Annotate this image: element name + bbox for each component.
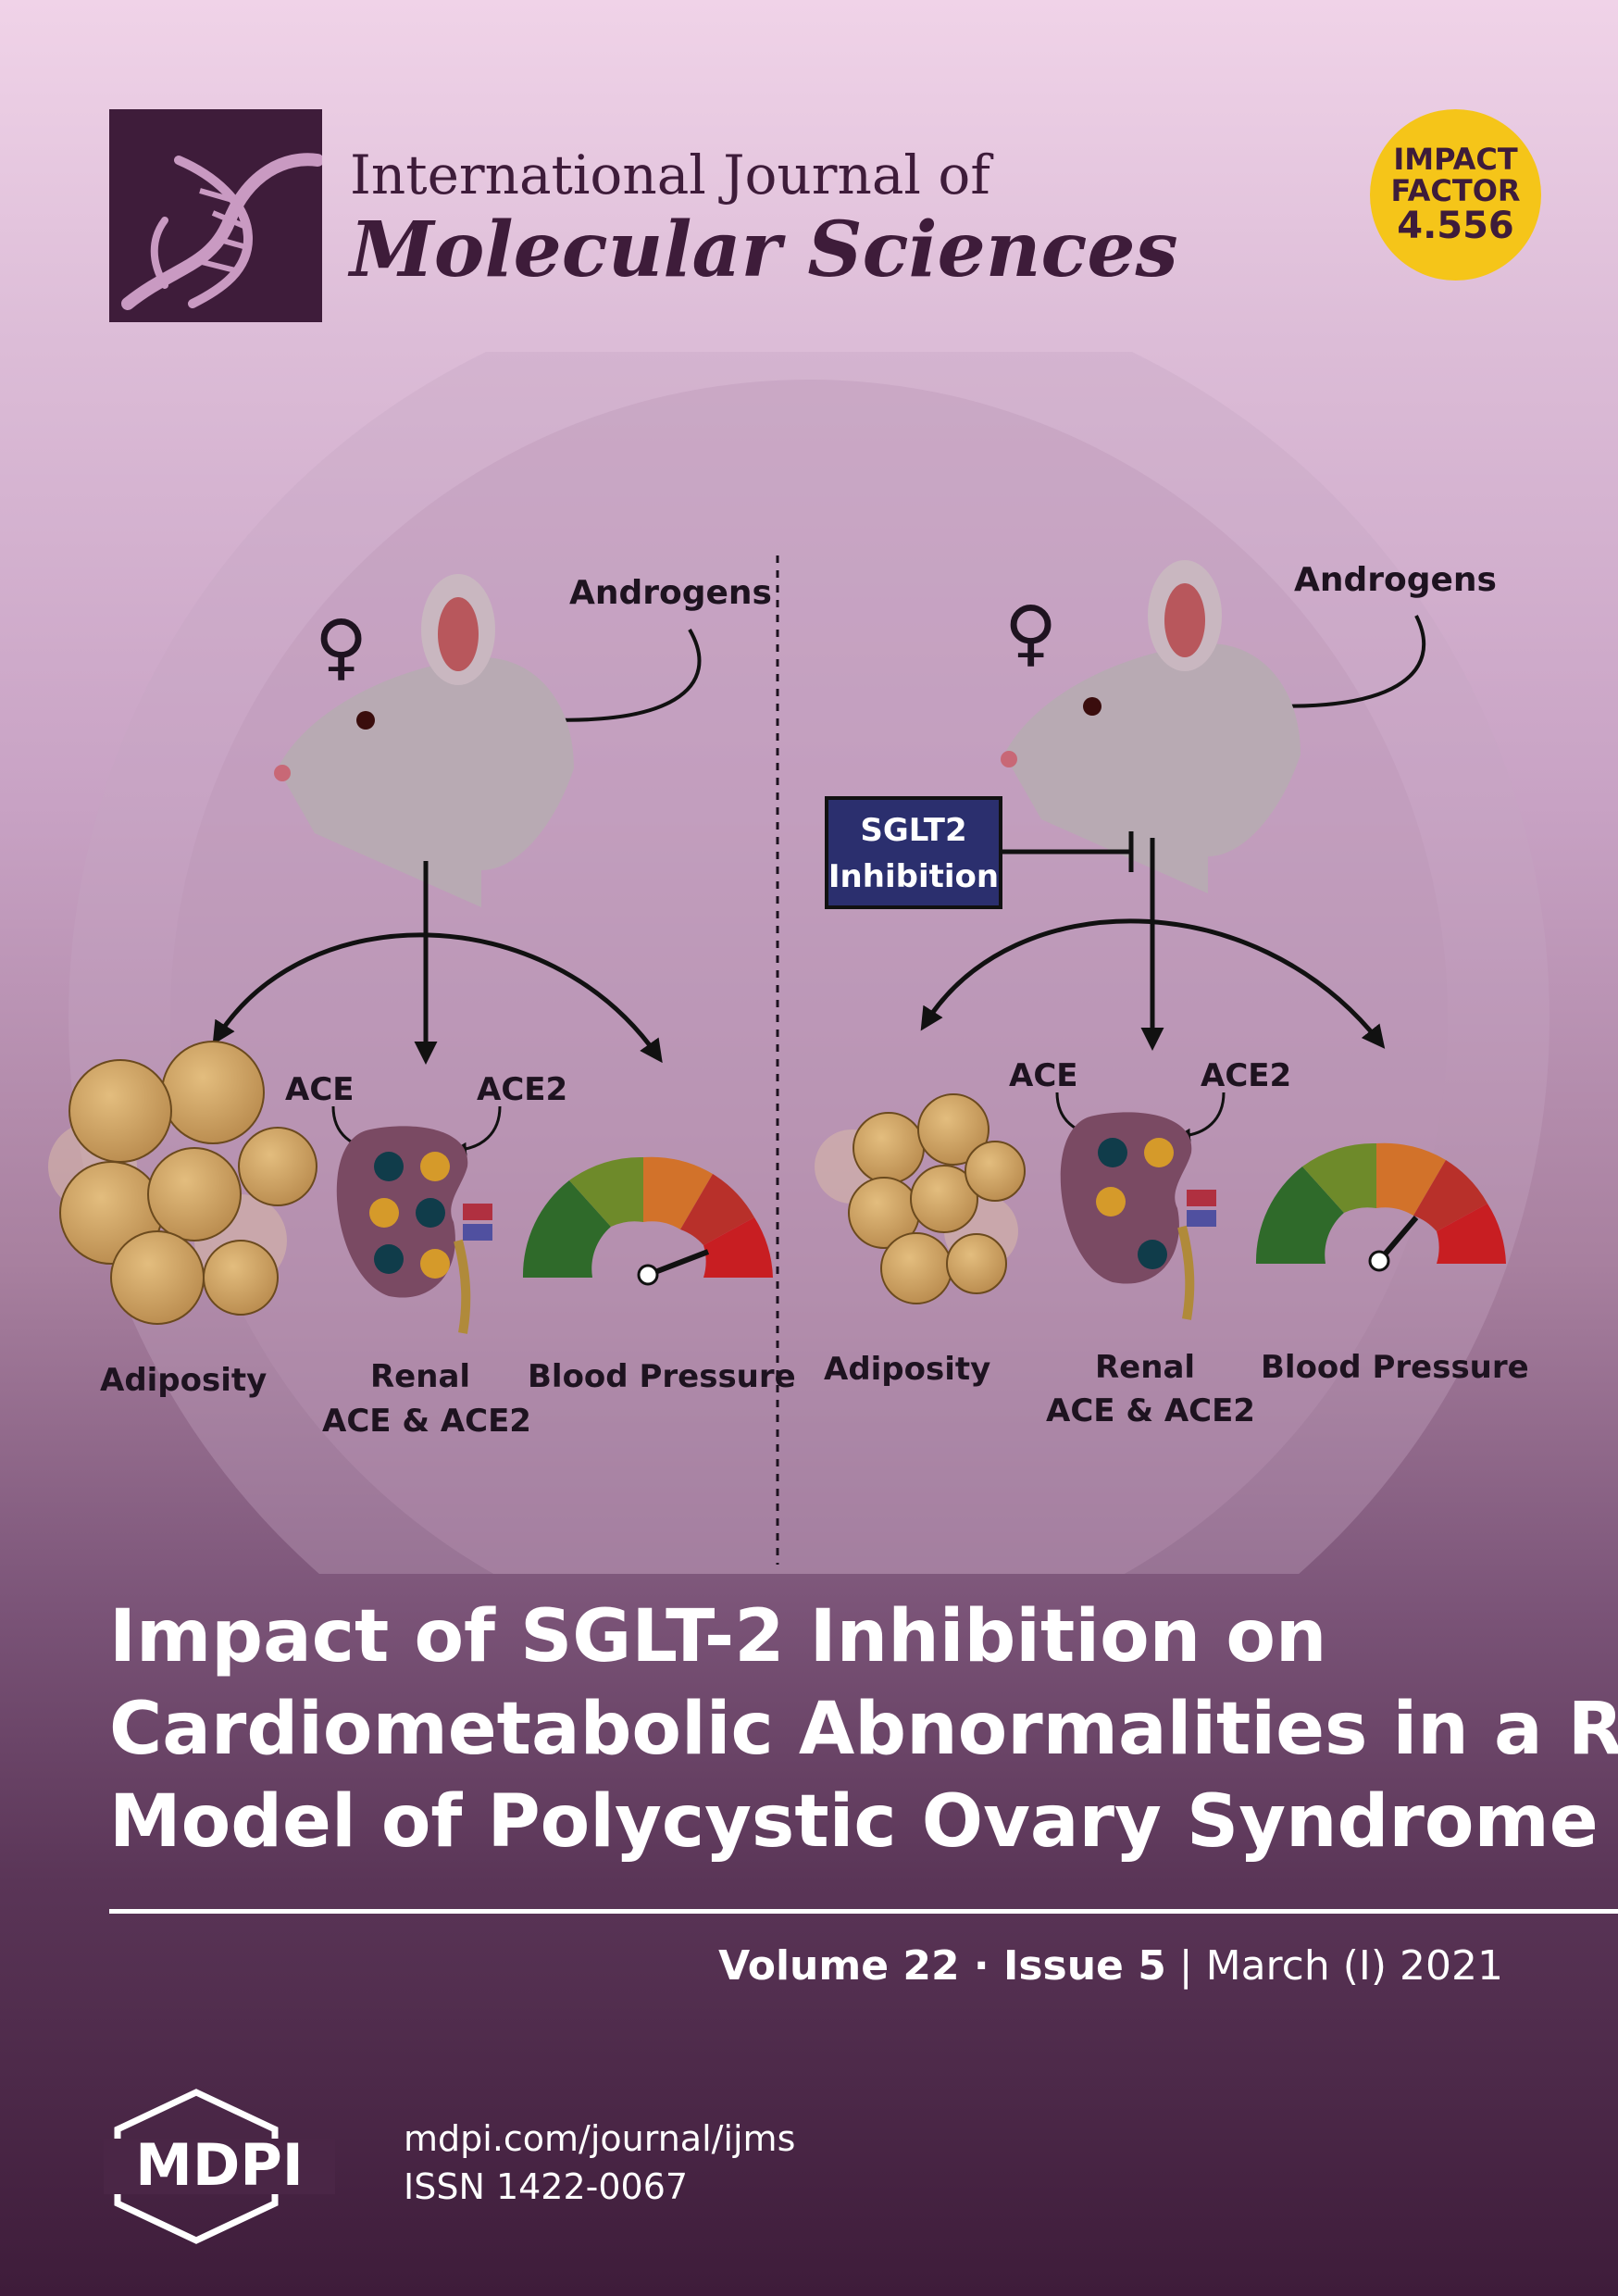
- female-symbol-icon: ♀: [315, 605, 367, 689]
- left-blood-pressure-gauge-icon: [522, 1156, 773, 1286]
- left-blood-pressure-label: Blood Pressure: [528, 1358, 796, 1395]
- right-renal-sub-label: ACE & ACE2: [1046, 1392, 1255, 1429]
- journal-name-line2: Molecular Sciences: [350, 206, 1178, 294]
- left-renal-sub-label: ACE & ACE2: [322, 1403, 531, 1440]
- journal-logo: [109, 109, 324, 322]
- publisher-name: MDPI: [135, 2131, 304, 2199]
- left-adiposity-label: Adiposity: [100, 1362, 267, 1399]
- title-line-1: Impact of SGLT-2 Inhibition on: [109, 1595, 1327, 1678]
- graphical-abstract: ♀ Androgens: [48, 352, 1550, 1574]
- title-line-3: Model of Polycystic Ovary Syndrome: [109, 1780, 1599, 1864]
- article-title: Impact of SGLT-2 Inhibition on Cardiomet…: [109, 1591, 1618, 1868]
- sglt2-label: SGLT2: [860, 812, 966, 849]
- left-panel: ♀ Androgens: [48, 574, 796, 1440]
- issue-bar: |: [1165, 1942, 1206, 1990]
- journal-url[interactable]: mdpi.com/journal/ijms: [404, 2118, 796, 2159]
- right-ace2-label: ACE2: [1201, 1057, 1291, 1094]
- issue-date: March (I) 2021: [1205, 1942, 1503, 1990]
- impact-label: IMPACT: [1393, 141, 1518, 177]
- right-rat-icon: [1001, 560, 1301, 893]
- issn-number: ISSN 1422-0067: [404, 2166, 689, 2207]
- impact-factor-badge: IMPACT FACTOR 4.556: [1370, 109, 1541, 281]
- right-panel: ♀ Androgens SGLT2 Inhibition: [815, 560, 1529, 1429]
- left-rat-icon: [274, 574, 574, 907]
- right-renal-label: Renal: [1095, 1349, 1195, 1386]
- female-symbol-icon: ♀: [1004, 592, 1057, 675]
- title-divider: [109, 1909, 1618, 1914]
- title-line-2: Cardiometabolic Abnormalities in a Rat: [109, 1688, 1618, 1771]
- factor-label: FACTOR: [1390, 172, 1521, 208]
- right-ace-label: ACE: [1009, 1057, 1078, 1094]
- right-blood-pressure-gauge-icon: [1255, 1142, 1506, 1272]
- right-blood-pressure-label: Blood Pressure: [1261, 1349, 1529, 1386]
- left-androgens-label: Androgens: [569, 574, 772, 612]
- issue-separator: ·: [959, 1942, 1003, 1990]
- right-androgens-label: Androgens: [1294, 561, 1497, 599]
- left-adipose-cells-icon: [48, 1041, 317, 1325]
- issue-info: Volume 22 · Issue 5 | March (I) 2021: [718, 1942, 1503, 1990]
- dna-helix-icon: [121, 153, 324, 310]
- left-renal-label: Renal: [370, 1358, 470, 1395]
- left-kidney-icon: [336, 1126, 492, 1334]
- right-kidney-icon: [1060, 1112, 1216, 1320]
- right-adiposity-label: Adiposity: [824, 1351, 990, 1388]
- right-adipose-cells-icon: [815, 1093, 1026, 1304]
- left-ace-label: ACE: [285, 1071, 355, 1108]
- issue-number-label: Issue 5: [1002, 1942, 1166, 1990]
- inhibition-label: Inhibition: [828, 858, 999, 895]
- impact-factor-value: 4.556: [1397, 205, 1514, 248]
- sglt2-inhibition-box: SGLT2 Inhibition: [825, 796, 1002, 909]
- left-ace2-label: ACE2: [477, 1071, 567, 1108]
- volume-label: Volume 22: [718, 1942, 960, 1990]
- journal-name-line1: International Journal of: [350, 144, 990, 206]
- mdpi-logo-icon: MDPI: [104, 2089, 335, 2244]
